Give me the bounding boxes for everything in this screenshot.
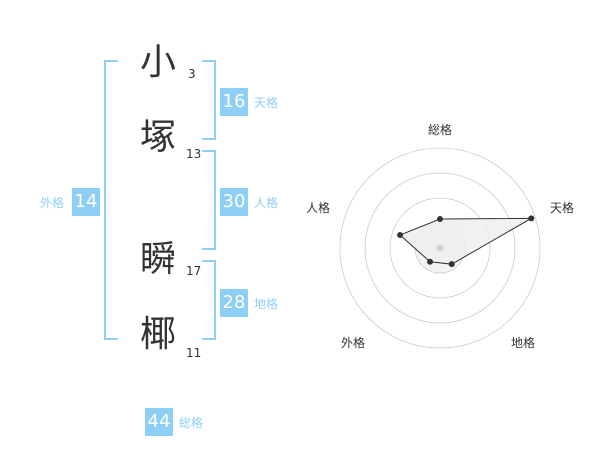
chikaku-bracket — [202, 260, 216, 340]
radar-label-tenkaku: 天格 — [550, 201, 575, 215]
soukaku-label: 総格 — [179, 416, 204, 430]
radar-ring-4 — [339, 147, 541, 349]
radar-point-5 — [397, 232, 404, 239]
char-4: 椰 — [140, 314, 177, 355]
radar-area — [399, 217, 534, 265]
jinkaku-bracket — [202, 150, 216, 250]
chikaku-label: 地格 — [254, 297, 279, 311]
char-3-strokes: 17 — [186, 264, 202, 278]
radar-label-chikaku: 地格 — [511, 336, 536, 350]
radar-point-2 — [528, 215, 535, 222]
radar-point-4 — [427, 258, 434, 265]
char-2-strokes: 13 — [186, 147, 202, 161]
radar-label-jinkaku: 人格 — [306, 201, 331, 215]
radar-point-3 — [448, 261, 455, 268]
radar-label-gaikaku: 外格 — [341, 336, 366, 350]
char-4-strokes: 11 — [186, 346, 202, 360]
radar-center-dot — [436, 244, 444, 252]
radar-label-soukaku: 総格 — [428, 123, 453, 137]
radar-point-1 — [437, 216, 443, 222]
soukaku-value: 44 — [145, 408, 173, 436]
chikaku-value: 28 — [220, 289, 248, 317]
char-3: 瞬 — [140, 239, 177, 280]
tenkaku-bracket — [202, 60, 216, 140]
jinkaku-value: 30 — [220, 188, 248, 216]
tenkaku-value: 16 — [220, 88, 248, 116]
char-1-strokes: 3 — [188, 67, 196, 81]
gaikaku-label: 外格 — [40, 196, 65, 210]
tenkaku-label: 天格 — [254, 96, 279, 110]
char-1: 小 — [140, 42, 177, 83]
char-2: 塚 — [140, 117, 177, 158]
gaikaku-value: 14 — [72, 188, 100, 216]
radar-ring-3 — [364, 172, 516, 324]
jinkaku-label: 人格 — [254, 196, 279, 210]
gaikaku-bracket — [104, 60, 118, 340]
radar-ring-2 — [389, 197, 491, 299]
